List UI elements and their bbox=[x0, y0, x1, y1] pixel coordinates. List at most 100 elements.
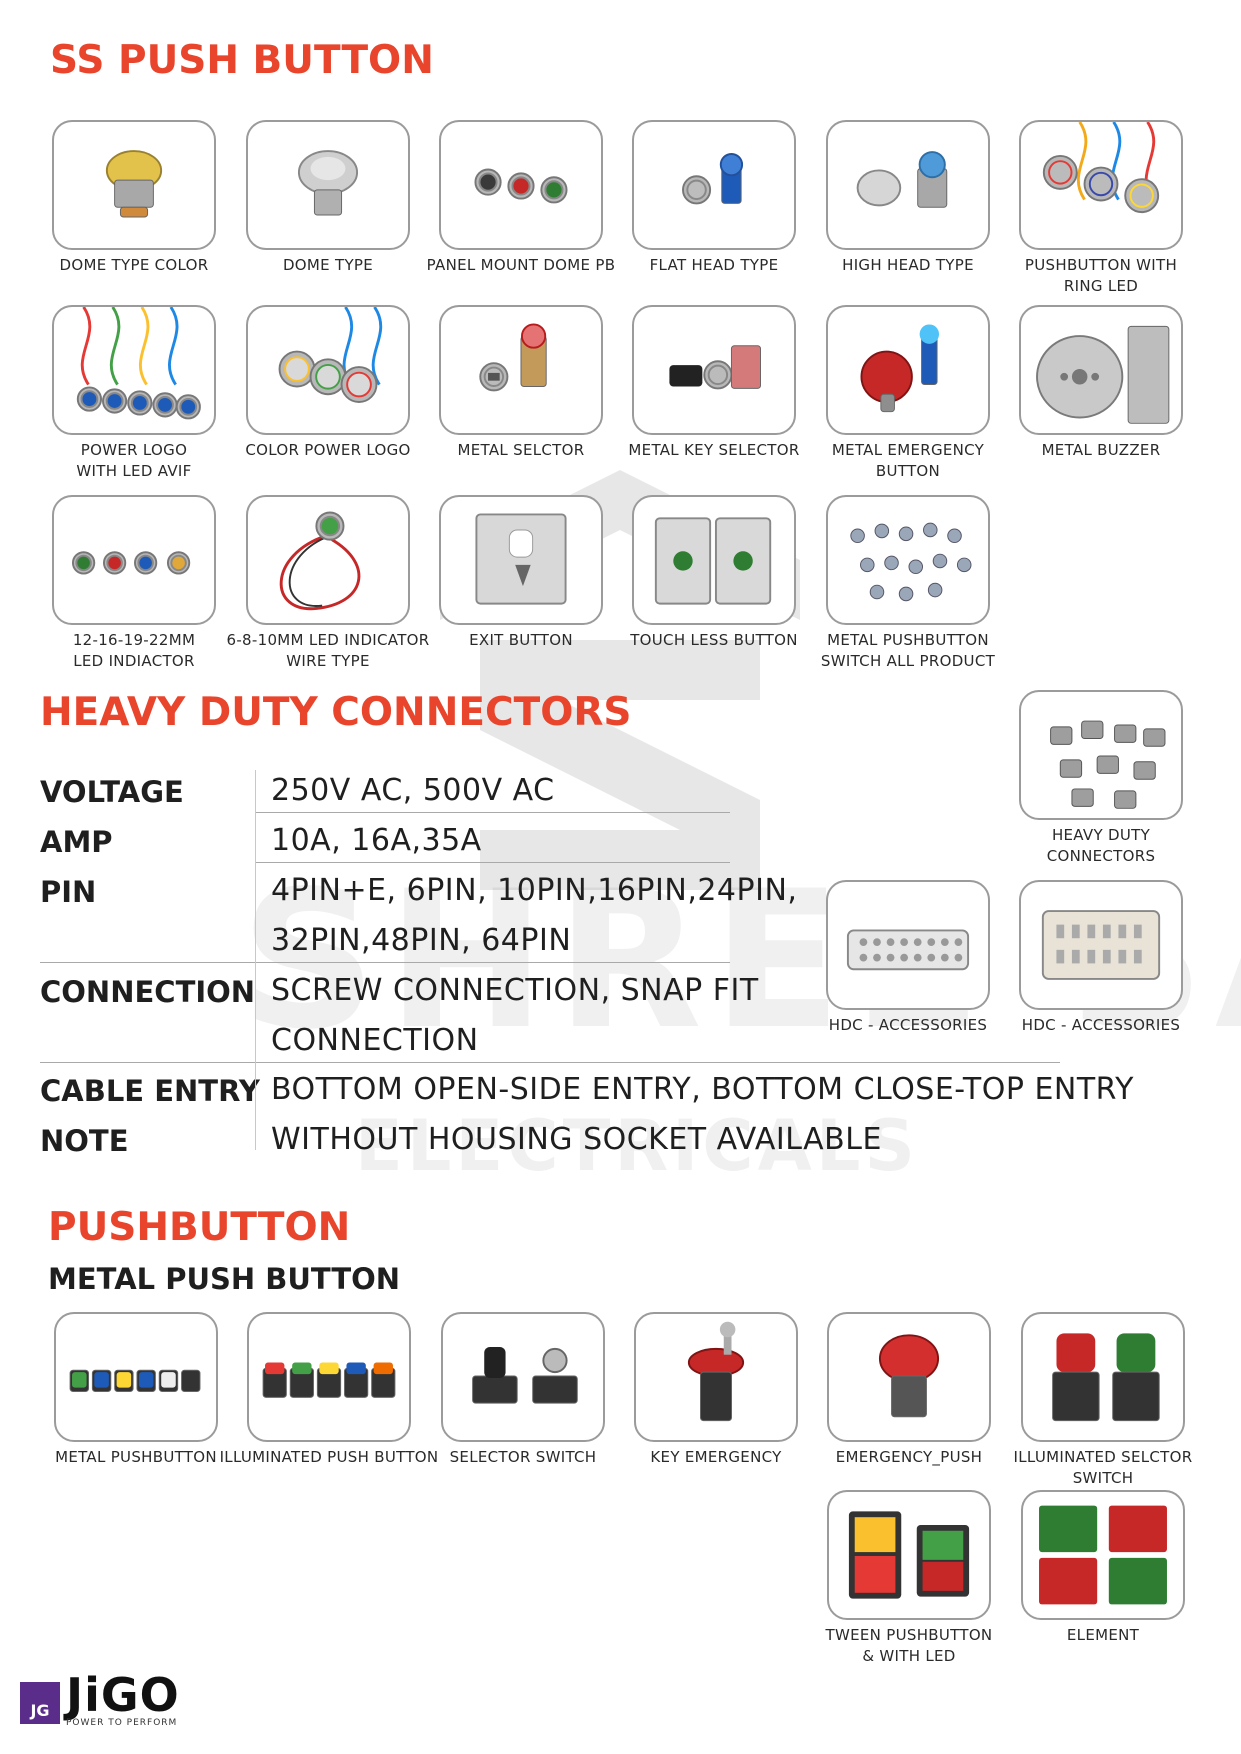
product-caption-line: FLAT HEAD TYPE bbox=[649, 256, 779, 274]
all-products-icon bbox=[850, 522, 972, 602]
product-card bbox=[826, 305, 990, 435]
product-caption: HDC - ACCESSORIES bbox=[991, 1015, 1211, 1036]
brand-logo-icon: JG bbox=[20, 1682, 60, 1724]
panel-mount-dome-icon bbox=[474, 168, 568, 204]
product-caption-line: COLOR POWER LOGO bbox=[245, 441, 411, 459]
product-caption: EMERGENCY_PUSH bbox=[799, 1447, 1019, 1468]
product-card bbox=[246, 120, 410, 250]
exit-button-icon bbox=[475, 513, 567, 605]
watermark-word: ELECTRICALS bbox=[355, 1105, 919, 1187]
dome-type-icon bbox=[297, 150, 359, 216]
product-caption: DOME TYPE bbox=[218, 255, 438, 276]
key-selector-icon bbox=[669, 345, 762, 390]
product-caption-line: TWEEN PUSHBUTTON bbox=[825, 1626, 993, 1644]
illuminated-push-icon bbox=[262, 1362, 396, 1398]
product-caption: COLOR POWER LOGO bbox=[218, 440, 438, 461]
product-caption-line: ILLUMINATED SELCTOR bbox=[1013, 1448, 1193, 1466]
selector-switch-icon bbox=[472, 1346, 578, 1404]
spec-row-divider bbox=[255, 962, 730, 963]
product-caption: ILLUMINATED PUSH BUTTON bbox=[219, 1447, 439, 1468]
product-card bbox=[1019, 880, 1183, 1010]
spec-label: CABLE ENTRY bbox=[40, 1074, 260, 1108]
product-caption-line: METAL SELCTOR bbox=[457, 441, 585, 459]
product-card bbox=[439, 495, 603, 625]
product-caption: TWEEN PUSHBUTTON & WITH LED bbox=[799, 1625, 1019, 1667]
product-caption: PANEL MOUNT DOME PB bbox=[411, 255, 631, 276]
product-card bbox=[634, 1312, 798, 1442]
buzzer-icon bbox=[1036, 325, 1170, 424]
product-caption-line: BUTTON bbox=[875, 462, 941, 480]
product-card bbox=[52, 305, 216, 435]
product-card bbox=[827, 1312, 991, 1442]
product-caption-line: HDC - ACCESSORIES bbox=[828, 1016, 988, 1034]
product-card bbox=[246, 495, 410, 625]
emergency-push-icon bbox=[878, 1334, 940, 1418]
contact-element-icon bbox=[1039, 1505, 1167, 1605]
product-caption-line: METAL BUZZER bbox=[1041, 441, 1161, 459]
product-caption-line: HDC - ACCESSORIES bbox=[1021, 1016, 1181, 1034]
product-caption-line: DOME TYPE bbox=[282, 256, 374, 274]
product-caption: TOUCH LESS BUTTON bbox=[604, 630, 824, 651]
key-emergency-icon bbox=[687, 1321, 745, 1422]
product-caption: EXIT BUTTON bbox=[411, 630, 631, 651]
wire-led-icon bbox=[279, 511, 361, 610]
product-card bbox=[247, 1312, 411, 1442]
spec-value: 250V AC, 500V AC bbox=[271, 773, 555, 808]
product-caption-line: METAL PUSHBUTTON bbox=[827, 631, 989, 649]
product-card bbox=[632, 120, 796, 250]
spec-value: WITHOUT HOUSING SOCKET AVAILABLE bbox=[271, 1122, 882, 1157]
product-caption-line: RING LED bbox=[1063, 277, 1139, 295]
product-caption: HIGH HEAD TYPE bbox=[798, 255, 1018, 276]
product-card bbox=[439, 305, 603, 435]
spec-value: CONNECTION bbox=[271, 1023, 479, 1058]
led-indicator-icon bbox=[71, 551, 191, 575]
product-card bbox=[54, 1312, 218, 1442]
brand-box-text: JG bbox=[30, 1701, 50, 1720]
ring-led-icon bbox=[1042, 122, 1160, 214]
product-card bbox=[827, 1490, 991, 1620]
spec-label: PIN bbox=[40, 875, 97, 909]
spec-row-divider bbox=[40, 1062, 1060, 1063]
flat-head-icon bbox=[682, 153, 744, 205]
brand-name: JiGO bbox=[66, 1668, 180, 1722]
product-card bbox=[1019, 690, 1183, 820]
spec-label: AMP bbox=[40, 825, 113, 859]
metal-selector-icon bbox=[479, 323, 547, 392]
product-card bbox=[52, 495, 216, 625]
product-caption-line: PANEL MOUNT DOME PB bbox=[426, 256, 616, 274]
spec-value: BOTTOM OPEN-SIDE ENTRY, BOTTOM CLOSE-TOP… bbox=[271, 1072, 1134, 1107]
metal-push-button-subtitle: METAL PUSH BUTTON bbox=[48, 1262, 401, 1296]
product-caption-line: DOME TYPE COLOR bbox=[59, 256, 209, 274]
spec-table-divider bbox=[255, 770, 256, 1150]
product-caption-line: SWITCH ALL PRODUCT bbox=[820, 652, 996, 670]
product-card bbox=[632, 305, 796, 435]
product-caption: FLAT HEAD TYPE bbox=[604, 255, 824, 276]
product-caption: ELEMENT bbox=[993, 1625, 1213, 1646]
power-logo-icon bbox=[76, 307, 201, 420]
product-card bbox=[441, 1312, 605, 1442]
spec-value: 4PIN+E, 6PIN, 10PIN,16PIN,24PIN, bbox=[271, 873, 798, 908]
spec-label: NOTE bbox=[40, 1124, 129, 1158]
product-caption-line: SWITCH bbox=[1072, 1469, 1134, 1487]
product-caption: SELECTOR SWITCH bbox=[413, 1447, 633, 1468]
product-card bbox=[246, 305, 410, 435]
ss-push-button-title: SS PUSH BUTTON bbox=[50, 38, 434, 83]
product-caption-line: EXIT BUTTON bbox=[469, 631, 573, 649]
heavy-duty-title: HEAVY DUTY CONNECTORS bbox=[40, 690, 632, 735]
product-caption-line: ELEMENT bbox=[1066, 1626, 1140, 1644]
metal-pushbutton-icon bbox=[69, 1369, 201, 1393]
product-caption-line: WIRE TYPE bbox=[286, 652, 370, 670]
spec-label: CONNECTION bbox=[40, 975, 256, 1009]
emergency-button-icon bbox=[860, 324, 940, 413]
product-caption-line: LED INDIACTOR bbox=[73, 652, 195, 670]
dome-type-color-icon bbox=[105, 150, 163, 218]
high-head-icon bbox=[856, 151, 948, 208]
product-card bbox=[1019, 120, 1183, 250]
spec-row-divider bbox=[255, 862, 730, 863]
product-caption: HDC - ACCESSORIES bbox=[798, 1015, 1018, 1036]
spec-row-divider bbox=[255, 812, 730, 813]
product-caption-line: & WITH LED bbox=[862, 1647, 956, 1665]
spec-label: VOLTAGE bbox=[40, 775, 184, 809]
